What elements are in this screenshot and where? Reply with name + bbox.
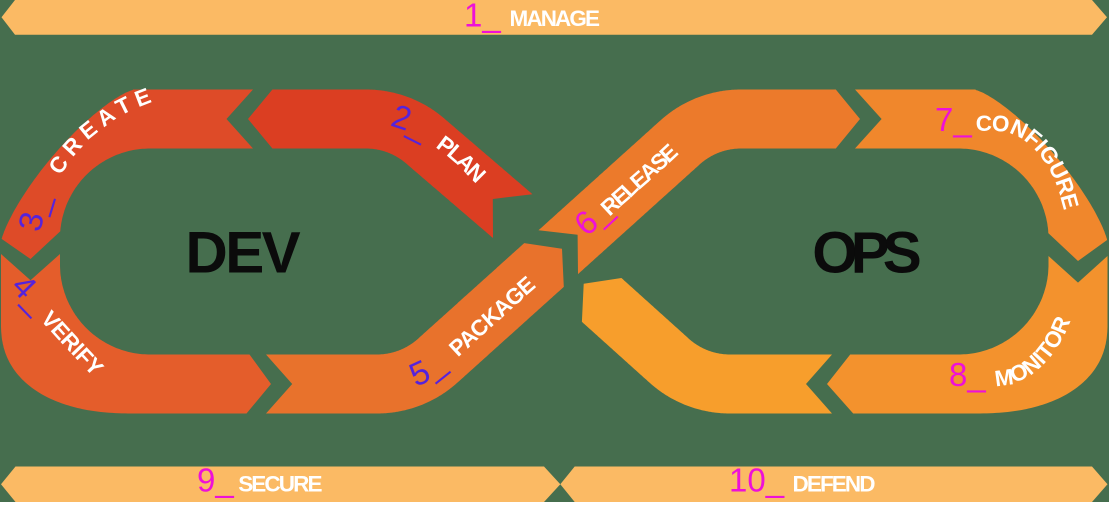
svg-text:DEFEND: DEFEND [793,472,876,497]
svg-text:DEV: DEV [186,221,301,286]
svg-text:OPS: OPS [812,221,920,286]
svg-text:10_: 10_ [729,462,785,499]
svg-text:MANAGE: MANAGE [510,6,600,31]
svg-text:9_: 9_ [197,462,234,499]
svg-text:SECURE: SECURE [238,472,322,497]
svg-text:1_: 1_ [464,0,501,34]
